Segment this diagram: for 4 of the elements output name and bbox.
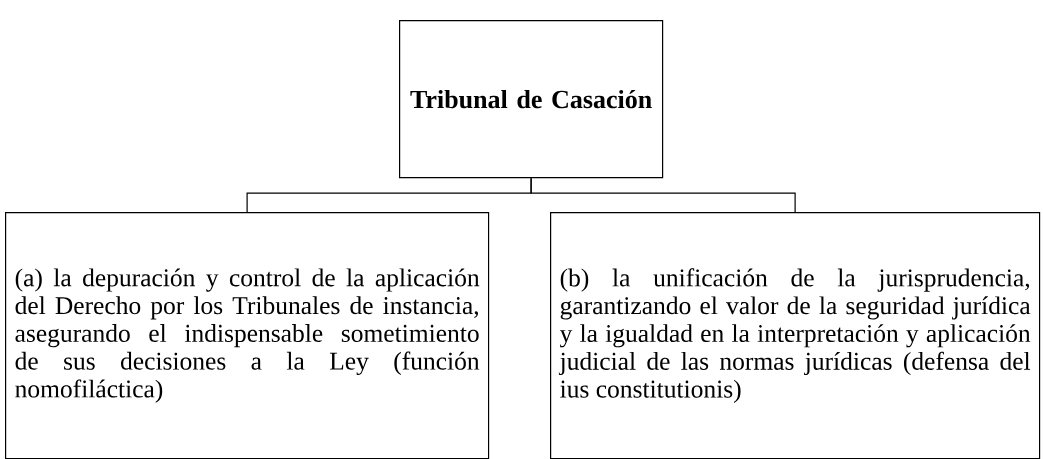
text-box: (b) la unificación de la jurisprudencia, garantizando el valor de la seguridad jurídica y la igualdad en la interpretación y aplicación judicial de las normas jurídicas (defensa del ius constitutionis) [550,212,1041,459]
connector [530,177,796,213]
text-box: (a) la depuración y control de la aplicación del Derecho por los Tribunales de instancia, asegurando el indispensable sometimiento de sus decisiones a la Ley (función nomofiláctica) [5,212,490,459]
title-box: Tribunal de Casación [399,20,664,179]
